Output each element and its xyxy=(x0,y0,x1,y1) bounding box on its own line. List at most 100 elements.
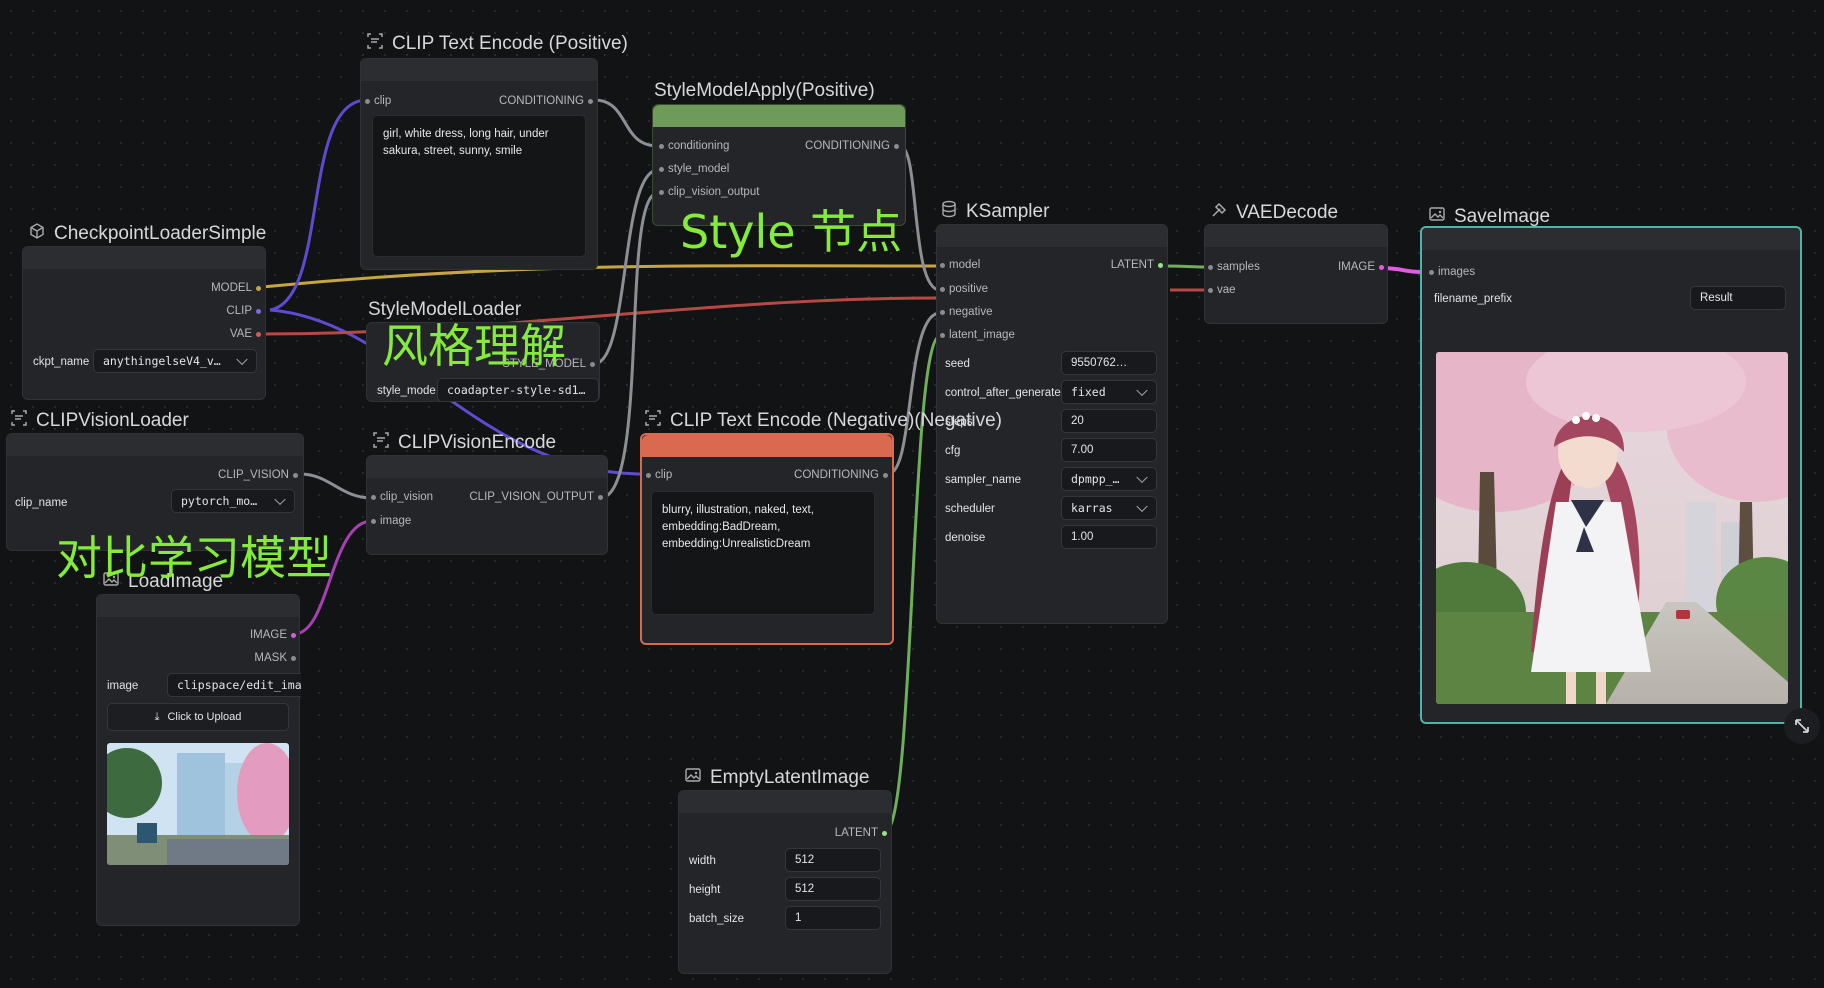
control-after-generate-select[interactable]: fixed xyxy=(1061,380,1157,404)
text-node-icon xyxy=(366,32,384,56)
style-model-name-select[interactable]: coadapter-style-sd1… xyxy=(437,378,599,402)
negative-input-slot[interactable]: negative xyxy=(939,306,993,318)
clip-name-select[interactable]: pytorch_mo… xyxy=(171,489,295,513)
hammer-icon xyxy=(1210,201,1228,225)
node-title: CLIP Text Encode (Negative)(Negative) xyxy=(670,410,1002,431)
clip-text-encode-positive-node[interactable]: clip CONDITIONING girl, white dress, lon… xyxy=(360,58,598,270)
generated-anime-girl-image xyxy=(1436,352,1788,704)
clip-vision-output-slot[interactable]: CLIP_VISION xyxy=(218,469,298,481)
image-output-slot[interactable]: IMAGE xyxy=(249,629,297,641)
style-model-input-slot[interactable]: style_model xyxy=(658,163,730,175)
cfg-input[interactable]: 7.00 xyxy=(1061,438,1157,462)
latent-output-slot[interactable]: LATENT xyxy=(834,827,888,839)
text-node-icon xyxy=(644,409,662,433)
width-input[interactable]: 512 xyxy=(785,848,881,872)
clip-vision-output-slot[interactable]: CLIP_VISION_OUTPUT xyxy=(469,491,603,503)
batch-size-label: batch_size xyxy=(689,913,744,925)
positive-wire xyxy=(899,144,941,292)
latent-output-slot[interactable]: LATENT xyxy=(1110,259,1164,271)
positive-prompt-textarea[interactable]: girl, white dress, long hair, under saku… xyxy=(372,115,586,257)
node-title: SaveImage xyxy=(1454,206,1551,227)
model-output-slot[interactable]: MODEL xyxy=(211,282,261,294)
load-image-node[interactable]: IMAGE MASK image clipspace/edit_ima ⤓ Cl… xyxy=(96,594,301,926)
image-icon xyxy=(1428,205,1446,229)
conditioning-input-slot[interactable]: conditioning xyxy=(658,140,730,152)
style-model-apply-title: StyleModelApply(Positive) xyxy=(654,80,875,102)
image-select[interactable]: clipspace/edit_ima xyxy=(167,673,301,697)
clip-vision-output-input-slot[interactable]: clip_vision_output xyxy=(658,186,760,198)
images-input-slot[interactable]: images xyxy=(1428,266,1476,278)
clip-vision-input-slot[interactable]: clip_vision xyxy=(370,491,434,503)
conditioning-wire xyxy=(593,98,659,148)
denoise-label: denoise xyxy=(945,532,986,544)
control-after-generate-label: control_after_generate xyxy=(945,387,1061,399)
clip-text-encode-positive-title: CLIP Text Encode (Positive) xyxy=(366,32,628,56)
image-output-slot[interactable]: IMAGE xyxy=(1337,261,1385,273)
batch-size-input[interactable]: 1 xyxy=(785,906,881,930)
resize-corner-icon[interactable] xyxy=(1784,708,1820,744)
filename-prefix-input[interactable]: Result xyxy=(1690,286,1786,310)
style-model-apply-node[interactable]: conditioning style_model clip_vision_out… xyxy=(652,104,906,226)
checkpoint-loader-title: CheckpointLoaderSimple xyxy=(28,222,266,246)
conditioning-output-slot[interactable]: CONDITIONING xyxy=(499,95,593,107)
steps-label: steps xyxy=(945,416,973,428)
node-title: EmptyLatentImage xyxy=(710,767,870,788)
conditioning-output-slot[interactable]: CONDITIONING xyxy=(794,469,888,481)
ksampler-node[interactable]: model positive negative latent_image LAT… xyxy=(936,224,1168,624)
filename-prefix-label: filename_prefix xyxy=(1434,293,1512,305)
clip-output-slot[interactable]: CLIP xyxy=(226,305,261,317)
denoise-input[interactable]: 1.00 xyxy=(1061,525,1157,549)
clip-text-encode-negative-node[interactable]: clip CONDITIONING blurry, illustration, … xyxy=(640,433,894,645)
image-icon xyxy=(102,570,120,594)
seed-label: seed xyxy=(945,358,970,370)
latent-image-input-slot[interactable]: latent_image xyxy=(940,329,1015,341)
vae-output-slot[interactable]: VAE xyxy=(229,328,262,340)
node-title: KSampler xyxy=(966,201,1050,222)
reference-image-preview[interactable] xyxy=(107,743,289,865)
style-node-annotation: Style 节点 xyxy=(680,205,903,259)
clip-vision-loader-node[interactable]: CLIP_VISION clip_name pytorch_mo… xyxy=(6,433,304,551)
upload-button[interactable]: ⤓ Click to Upload xyxy=(107,703,289,731)
sampler-name-label: sampler_name xyxy=(945,474,1022,486)
database-icon xyxy=(940,200,958,224)
node-title: VAEDecode xyxy=(1236,202,1339,223)
contrastive-learning-annotation: 对比学习模型 xyxy=(56,531,332,585)
clip-vision-loader-title: CLIPVisionLoader xyxy=(10,409,189,433)
ksampler-title: KSampler xyxy=(940,200,1049,224)
checkpoint-loader-node[interactable]: MODEL CLIP VAE ckpt_name anythingelseV4_… xyxy=(22,246,266,400)
cube-icon xyxy=(28,222,46,246)
save-image-title: SaveImage xyxy=(1428,205,1550,229)
load-image-title: LoadImage xyxy=(102,570,223,594)
conditioning-output-slot[interactable]: CONDITIONING xyxy=(805,140,899,152)
steps-input[interactable]: 20 xyxy=(1061,409,1157,433)
clip-vision-wire xyxy=(299,472,373,500)
model-input-slot[interactable]: model xyxy=(939,259,981,271)
ckpt-name-select[interactable]: anythingelseV4_v… xyxy=(93,349,257,373)
negative-prompt-textarea[interactable]: blurry, illustration, naked, text, embed… xyxy=(651,491,875,615)
vae-decode-node[interactable]: samples vae IMAGE xyxy=(1204,224,1388,324)
node-title: LoadImage xyxy=(128,571,224,592)
text-node-icon xyxy=(10,409,28,433)
node-title: CheckpointLoaderSimple xyxy=(54,223,267,244)
scheduler-select[interactable]: karras xyxy=(1061,496,1157,520)
height-input[interactable]: 512 xyxy=(785,877,881,901)
save-image-node[interactable]: images filename_prefix Result xyxy=(1420,226,1802,724)
mask-output-slot[interactable]: MASK xyxy=(254,652,296,664)
samples-input-slot[interactable]: samples xyxy=(1208,261,1260,273)
cfg-label: cfg xyxy=(945,445,961,457)
clip-vision-encode-node[interactable]: clip_vision image CLIP_VISION_OUTPUT xyxy=(366,455,608,555)
clip-to-positive-wire xyxy=(269,98,368,312)
clip-name-label: clip_name xyxy=(15,497,68,509)
positive-input-slot[interactable]: positive xyxy=(940,283,988,295)
image-input-slot[interactable]: image xyxy=(370,515,412,527)
output-image-preview[interactable] xyxy=(1436,352,1788,704)
vae-decode-title: VAEDecode xyxy=(1210,201,1338,225)
clip-input-slot[interactable]: clip xyxy=(364,95,392,107)
vae-input-slot[interactable]: vae xyxy=(1208,284,1236,296)
seed-input[interactable]: 9550762… xyxy=(1061,351,1157,375)
sampler-name-select[interactable]: dpmpp_… xyxy=(1061,467,1157,491)
empty-latent-image-node[interactable]: LATENT width 512 height 512 batch_size 1 xyxy=(678,790,892,974)
style-model-name-label: style_mode xyxy=(377,385,436,397)
node-title: CLIP Text Encode (Positive) xyxy=(392,33,628,54)
clip-input-slot[interactable]: clip xyxy=(645,469,673,481)
